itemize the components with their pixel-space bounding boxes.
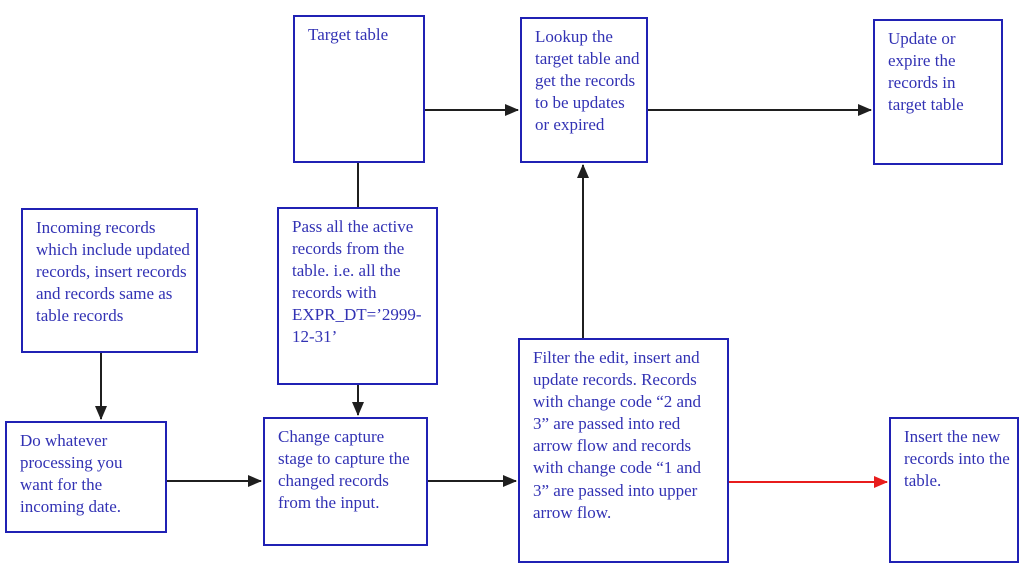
node-insert-new-records: Insert the new records into the table. [889, 417, 1019, 563]
node-incoming-records: Incoming records which include updated r… [21, 208, 198, 353]
node-lookup-target-table: Lookup the target table and get the reco… [520, 17, 648, 163]
node-filter-records: Filter the edit, insert and update recor… [518, 338, 729, 563]
node-change-capture-stage: Change capture stage to capture the chan… [263, 417, 428, 546]
node-target-table: Target table [293, 15, 425, 163]
node-pass-active-records: Pass all the active records from the tab… [277, 207, 438, 385]
node-update-or-expire: Update or expire the records in target t… [873, 19, 1003, 165]
node-do-processing: Do whatever processing you want for the … [5, 421, 167, 533]
